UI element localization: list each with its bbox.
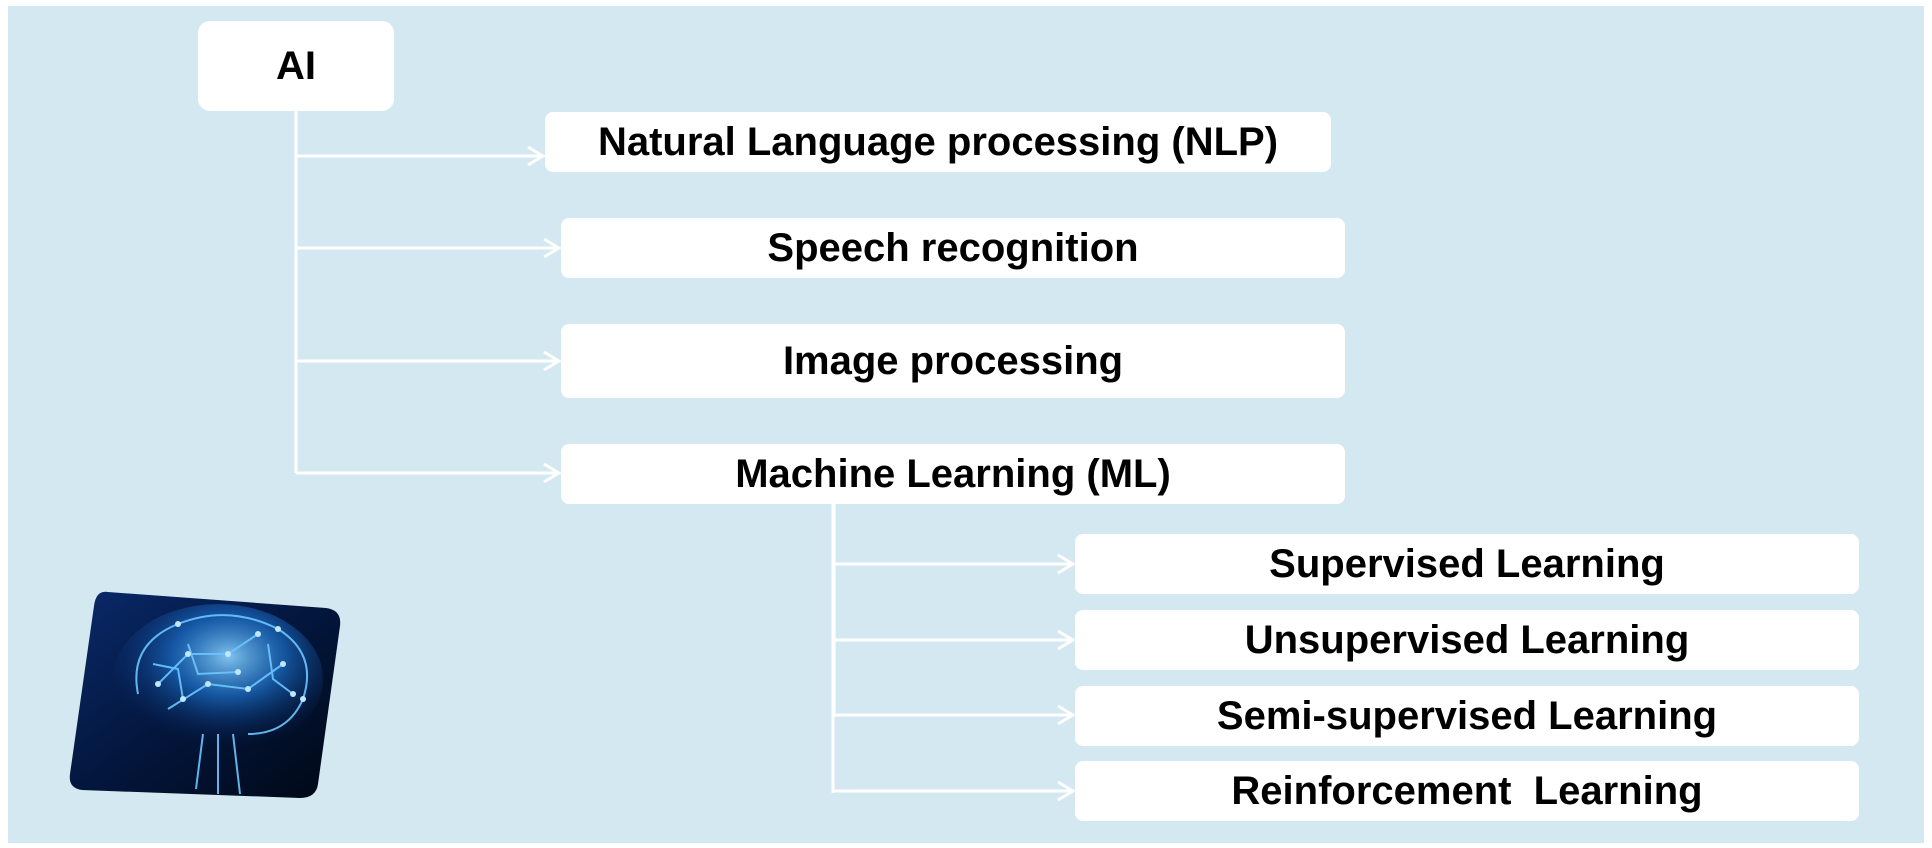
node-supervised-learning-label: Supervised Learning: [1269, 541, 1665, 586]
node-unsupervised-learning: Unsupervised Learning: [1075, 610, 1859, 670]
node-semi-supervised-learning-label: Semi-supervised Learning: [1216, 693, 1718, 738]
node-ai: AI: [198, 21, 394, 111]
node-unsupervised-learning-label: Unsupervised Learning: [1244, 617, 1690, 662]
branch-sup-arrowhead: [1057, 553, 1076, 575]
branch-rein-arrowhead: [1057, 780, 1076, 802]
node-image-processing: Image processing: [561, 324, 1345, 398]
node-nlp: Natural Language processing (NLP): [545, 112, 1331, 172]
node-machine-learning-label: Machine Learning (ML): [735, 451, 1171, 496]
branch-image-arrowhead: [543, 350, 562, 372]
branch-nlp-arrowhead: [527, 145, 546, 167]
diagram-canvas: AI Natural Language processing (NLP) Spe…: [8, 6, 1924, 843]
node-reinforcement-learning: Reinforcement Learning: [1075, 761, 1859, 821]
branch-semi-arrowhead: [1057, 704, 1076, 726]
node-supervised-learning: Supervised Learning: [1075, 534, 1859, 594]
node-speech-recognition: Speech recognition: [561, 218, 1345, 278]
node-nlp-label: Natural Language processing (NLP): [597, 119, 1279, 164]
node-reinforcement-learning-label: Reinforcement Learning: [1231, 768, 1703, 813]
circuit-brain-icon: [69, 591, 341, 798]
node-semi-supervised-learning: Semi-supervised Learning: [1075, 686, 1859, 746]
node-speech-recognition-label: Speech recognition: [767, 225, 1139, 270]
branch-unsup-arrowhead: [1057, 629, 1076, 651]
connector-lines: [294, 111, 1076, 802]
node-machine-learning: Machine Learning (ML): [561, 444, 1345, 504]
node-ai-label: AI: [276, 43, 316, 88]
node-image-processing-label: Image processing: [782, 338, 1124, 383]
branch-ml-arrowhead: [543, 462, 562, 484]
branch-speech-arrowhead: [543, 237, 562, 259]
